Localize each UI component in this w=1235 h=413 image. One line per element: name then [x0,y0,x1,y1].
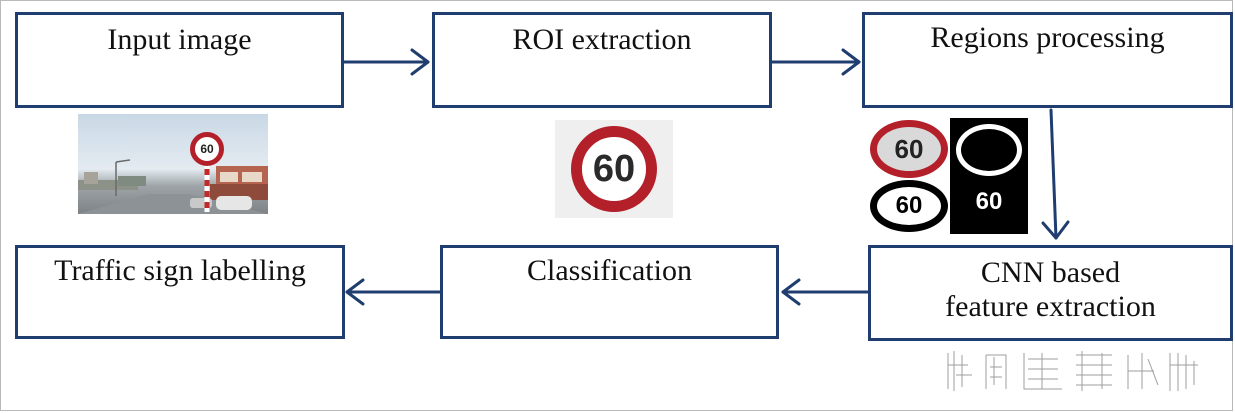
traffic-sign-labelling-box: Traffic sign labelling [15,245,345,339]
binary-ring-shape [956,124,1022,176]
street-speed-sign: 60 [190,132,224,166]
street-scene [78,158,268,214]
arrow-cnn-to-classification [781,278,870,306]
arrow-roi-to-regions [770,48,861,76]
input-street-image: 60 [78,114,268,214]
traffic-sign-labelling-label: Traffic sign labelling [54,254,306,287]
regions-processing-label: Regions processing [930,21,1165,54]
region-binary-text: 60 [975,188,1003,215]
arrow-classification-to-labelling [345,278,442,306]
cnn-feature-extraction-box: CNN based feature extraction [868,245,1233,341]
roi-sign-text: 60 [592,147,636,190]
region-color-text: 60 [894,133,924,164]
roi-extraction-box: ROI extraction [432,12,772,108]
arrow-regions-to-cnn [1041,108,1070,240]
input-image-label: Input image [107,23,252,56]
feature-maps-sketch [947,351,1198,391]
region-binary-ring: 60 [950,118,1028,234]
feature-maps-image [942,345,1204,397]
region-color-sign: 60 [870,120,948,178]
street-sign-text: 60 [200,142,214,156]
region-ring-text: 60 [895,192,923,219]
arrow-input-to-roi [341,48,430,76]
classification-box: Classification [440,245,779,339]
roi-extraction-label: ROI extraction [512,23,692,56]
processed-regions-image: 60 60 60 [868,118,1030,234]
cnn-label-line1: CNN based [980,256,1121,289]
input-image-box: Input image [15,12,344,108]
classification-label: Classification [527,254,692,287]
region-ring-sign: 60 [870,180,948,232]
regions-processing-box: Regions processing [862,12,1233,108]
cnn-label-line2: feature extraction [945,290,1156,323]
roi-sign-image: 60 [555,120,673,218]
roi-speed-sign: 60 [571,126,657,212]
